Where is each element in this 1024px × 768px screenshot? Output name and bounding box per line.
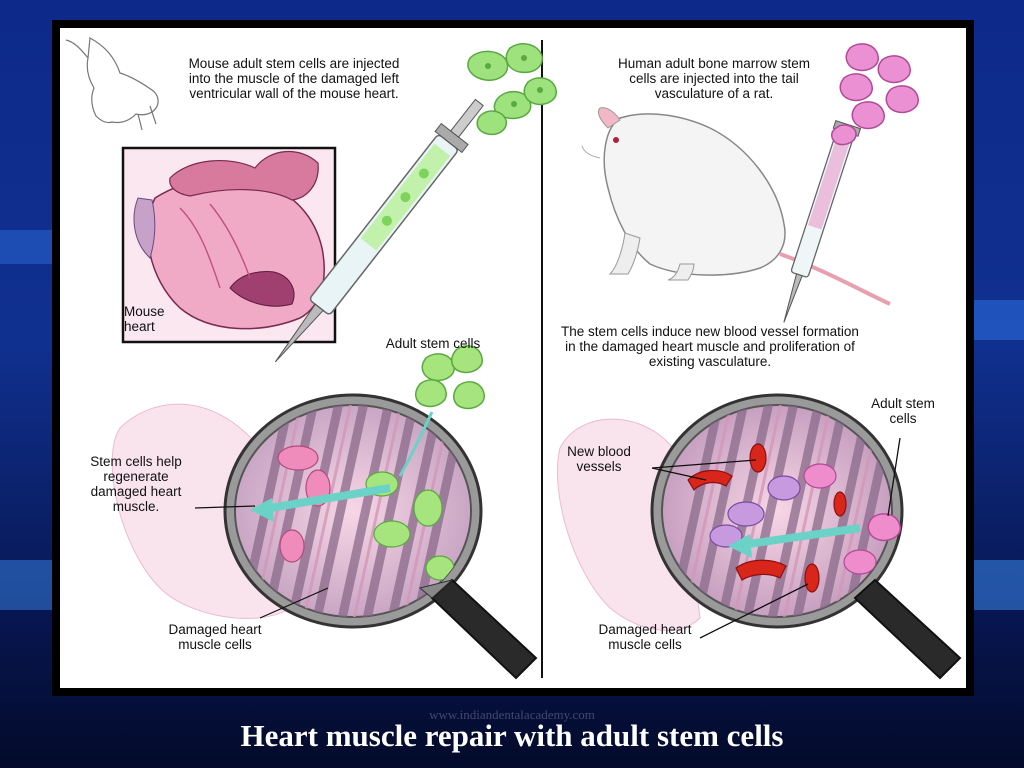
right-syringe xyxy=(783,119,862,323)
slide-title: Heart muscle repair with adult stem cell… xyxy=(240,718,784,753)
illustration-art xyxy=(65,37,962,680)
mouse-heart-label: Mouse heart xyxy=(124,304,165,334)
right-magnifier xyxy=(650,393,962,680)
left-adult-stem-cells xyxy=(415,345,485,410)
new-blood-vessels-label: New blood vessels xyxy=(567,444,631,474)
rat-illustration xyxy=(581,107,891,306)
right-top-caption: Human adult bone marrow stem cells are i… xyxy=(617,56,811,101)
left-cells-pointer xyxy=(398,411,434,477)
illustration-panel: Mouse adult stem cells are injected into… xyxy=(60,28,966,688)
right-middle-caption: The stem cells induce new blood vessel f… xyxy=(561,324,859,369)
left-syringe xyxy=(274,98,484,363)
watermark-text: www.indiandentalacademy.com xyxy=(429,707,595,722)
right-adult-stem-cells xyxy=(867,513,901,542)
mouse-sketch xyxy=(65,37,159,131)
mouse-stem-cells-top xyxy=(467,43,557,136)
human-stem-cells-top xyxy=(831,43,919,146)
right-damaged-cells-label: Damaged heart muscle cells xyxy=(598,622,692,652)
regenerate-label: Stem cells help regenerate damaged heart… xyxy=(90,454,182,514)
left-adult-stem-cells-label: Adult stem cells xyxy=(385,336,481,351)
mouse-heart-inset xyxy=(121,146,337,344)
right-adult-stem-cells-label: Adult stem cells xyxy=(871,396,935,426)
left-magnifier xyxy=(223,393,538,680)
left-top-caption: Mouse adult stem cells are injected into… xyxy=(188,56,400,101)
left-damaged-cells-label: Damaged heart muscle cells xyxy=(168,622,262,652)
